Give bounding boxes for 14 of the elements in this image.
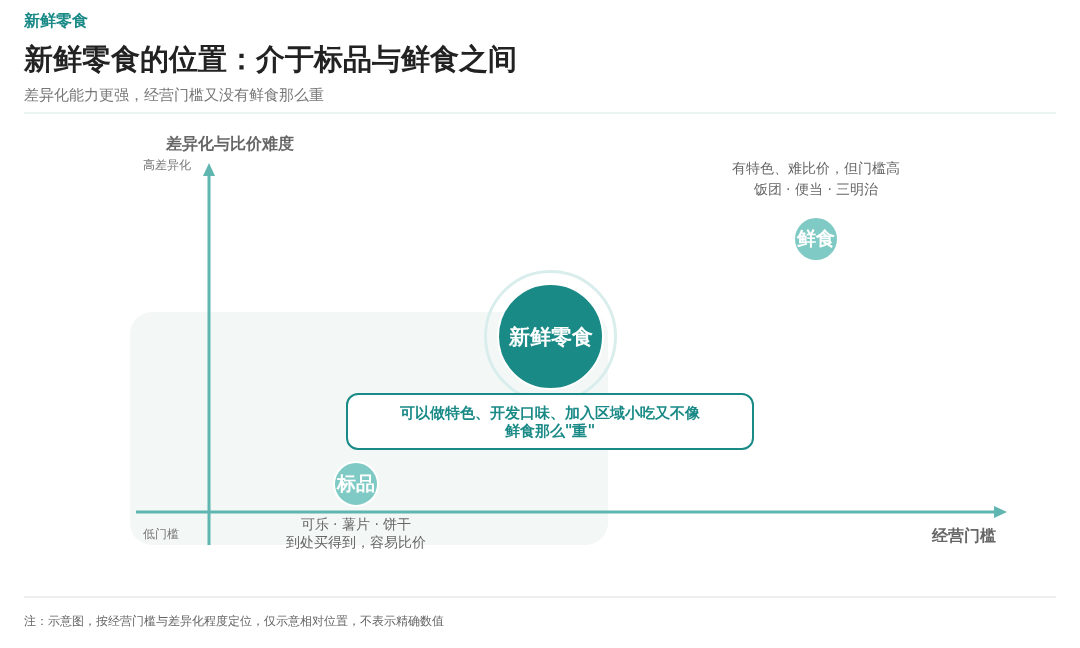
caption-text: 饭团 · 便当 · 三明治 (753, 181, 879, 199)
caption-text: 有特色、难比价，但门槛高 (732, 160, 900, 178)
axis-label: 低门槛 (143, 526, 179, 543)
subtitle: 差异化能力更强，经营门槛又没有鲜食那么重 (24, 86, 324, 105)
axis-title: 差异化与比价难度 (166, 134, 294, 155)
caption-text: 可乐 · 薯片 · 饼干 (300, 516, 412, 534)
page-title: 新鲜零食的位置：介于标品与鲜食之间 (24, 41, 517, 78)
axis-label: 高差异化 (143, 157, 191, 174)
footnote: 注：示意图，按经营门槛与差异化程度定位，仅示意相对位置，不表示精确数值 (24, 613, 444, 630)
axis-title: 经营门槛 (932, 526, 996, 547)
category-circle: 鲜食 (793, 216, 839, 262)
section-tag: 新鲜零食 (24, 11, 88, 32)
caption-text: 到处买得到，容易比价 (286, 534, 426, 552)
callout-box: 可以做特色、开发口味、加入区域小吃又不像鲜食那么"重" (346, 393, 754, 450)
